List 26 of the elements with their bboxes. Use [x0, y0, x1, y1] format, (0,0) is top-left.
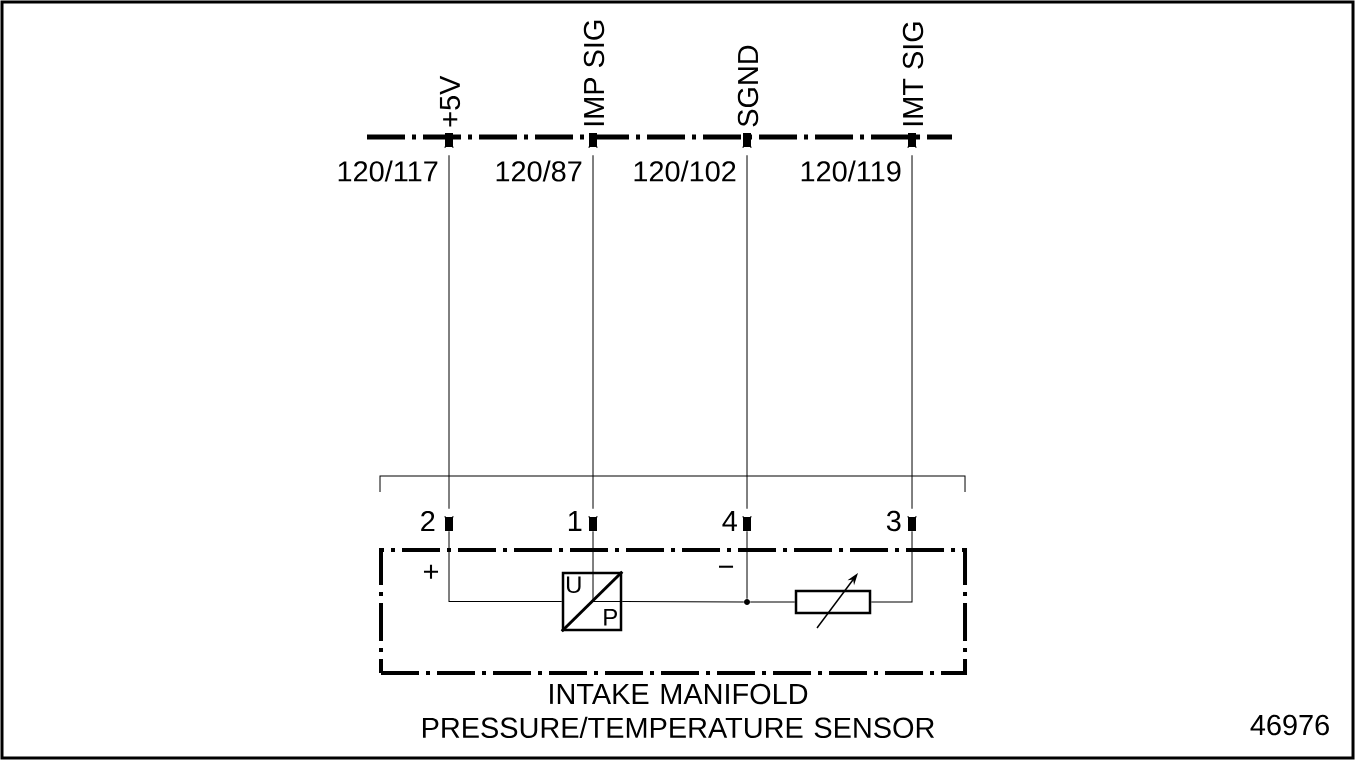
pin-number: 1: [568, 511, 582, 531]
pin-number: 4: [722, 511, 737, 531]
pin-number: 3: [886, 510, 901, 532]
wire: [448, 530, 563, 602]
signal-label: IMP SIG: [583, 20, 605, 126]
wire: [592, 154, 594, 510]
signal-label: +5V: [439, 75, 461, 127]
pin-number: 120/119: [801, 160, 901, 182]
sensor-title: INTAKE MANIFOLD PRESSURE/TEMPERATURE SENSOR: [423, 683, 935, 739]
signal-label: IMT SIG: [902, 22, 924, 126]
polarity-sign: −: [719, 565, 734, 568]
pin-number: 120/87: [496, 160, 582, 182]
pin-number: 120/102: [634, 160, 736, 182]
wire: [749, 601, 796, 603]
wire: [592, 530, 623, 602]
wire: [746, 530, 748, 600]
wire: [621, 601, 745, 603]
wire: [911, 154, 913, 510]
wire: [870, 530, 913, 603]
wire: [746, 154, 748, 510]
pin-number: 120/117: [338, 160, 438, 182]
polarity-sign: +: [424, 564, 438, 579]
figure-number: 46976: [1250, 714, 1329, 736]
wire: [448, 154, 450, 510]
pin-number: 2: [421, 510, 435, 532]
signal-label: SGND: [737, 45, 759, 127]
